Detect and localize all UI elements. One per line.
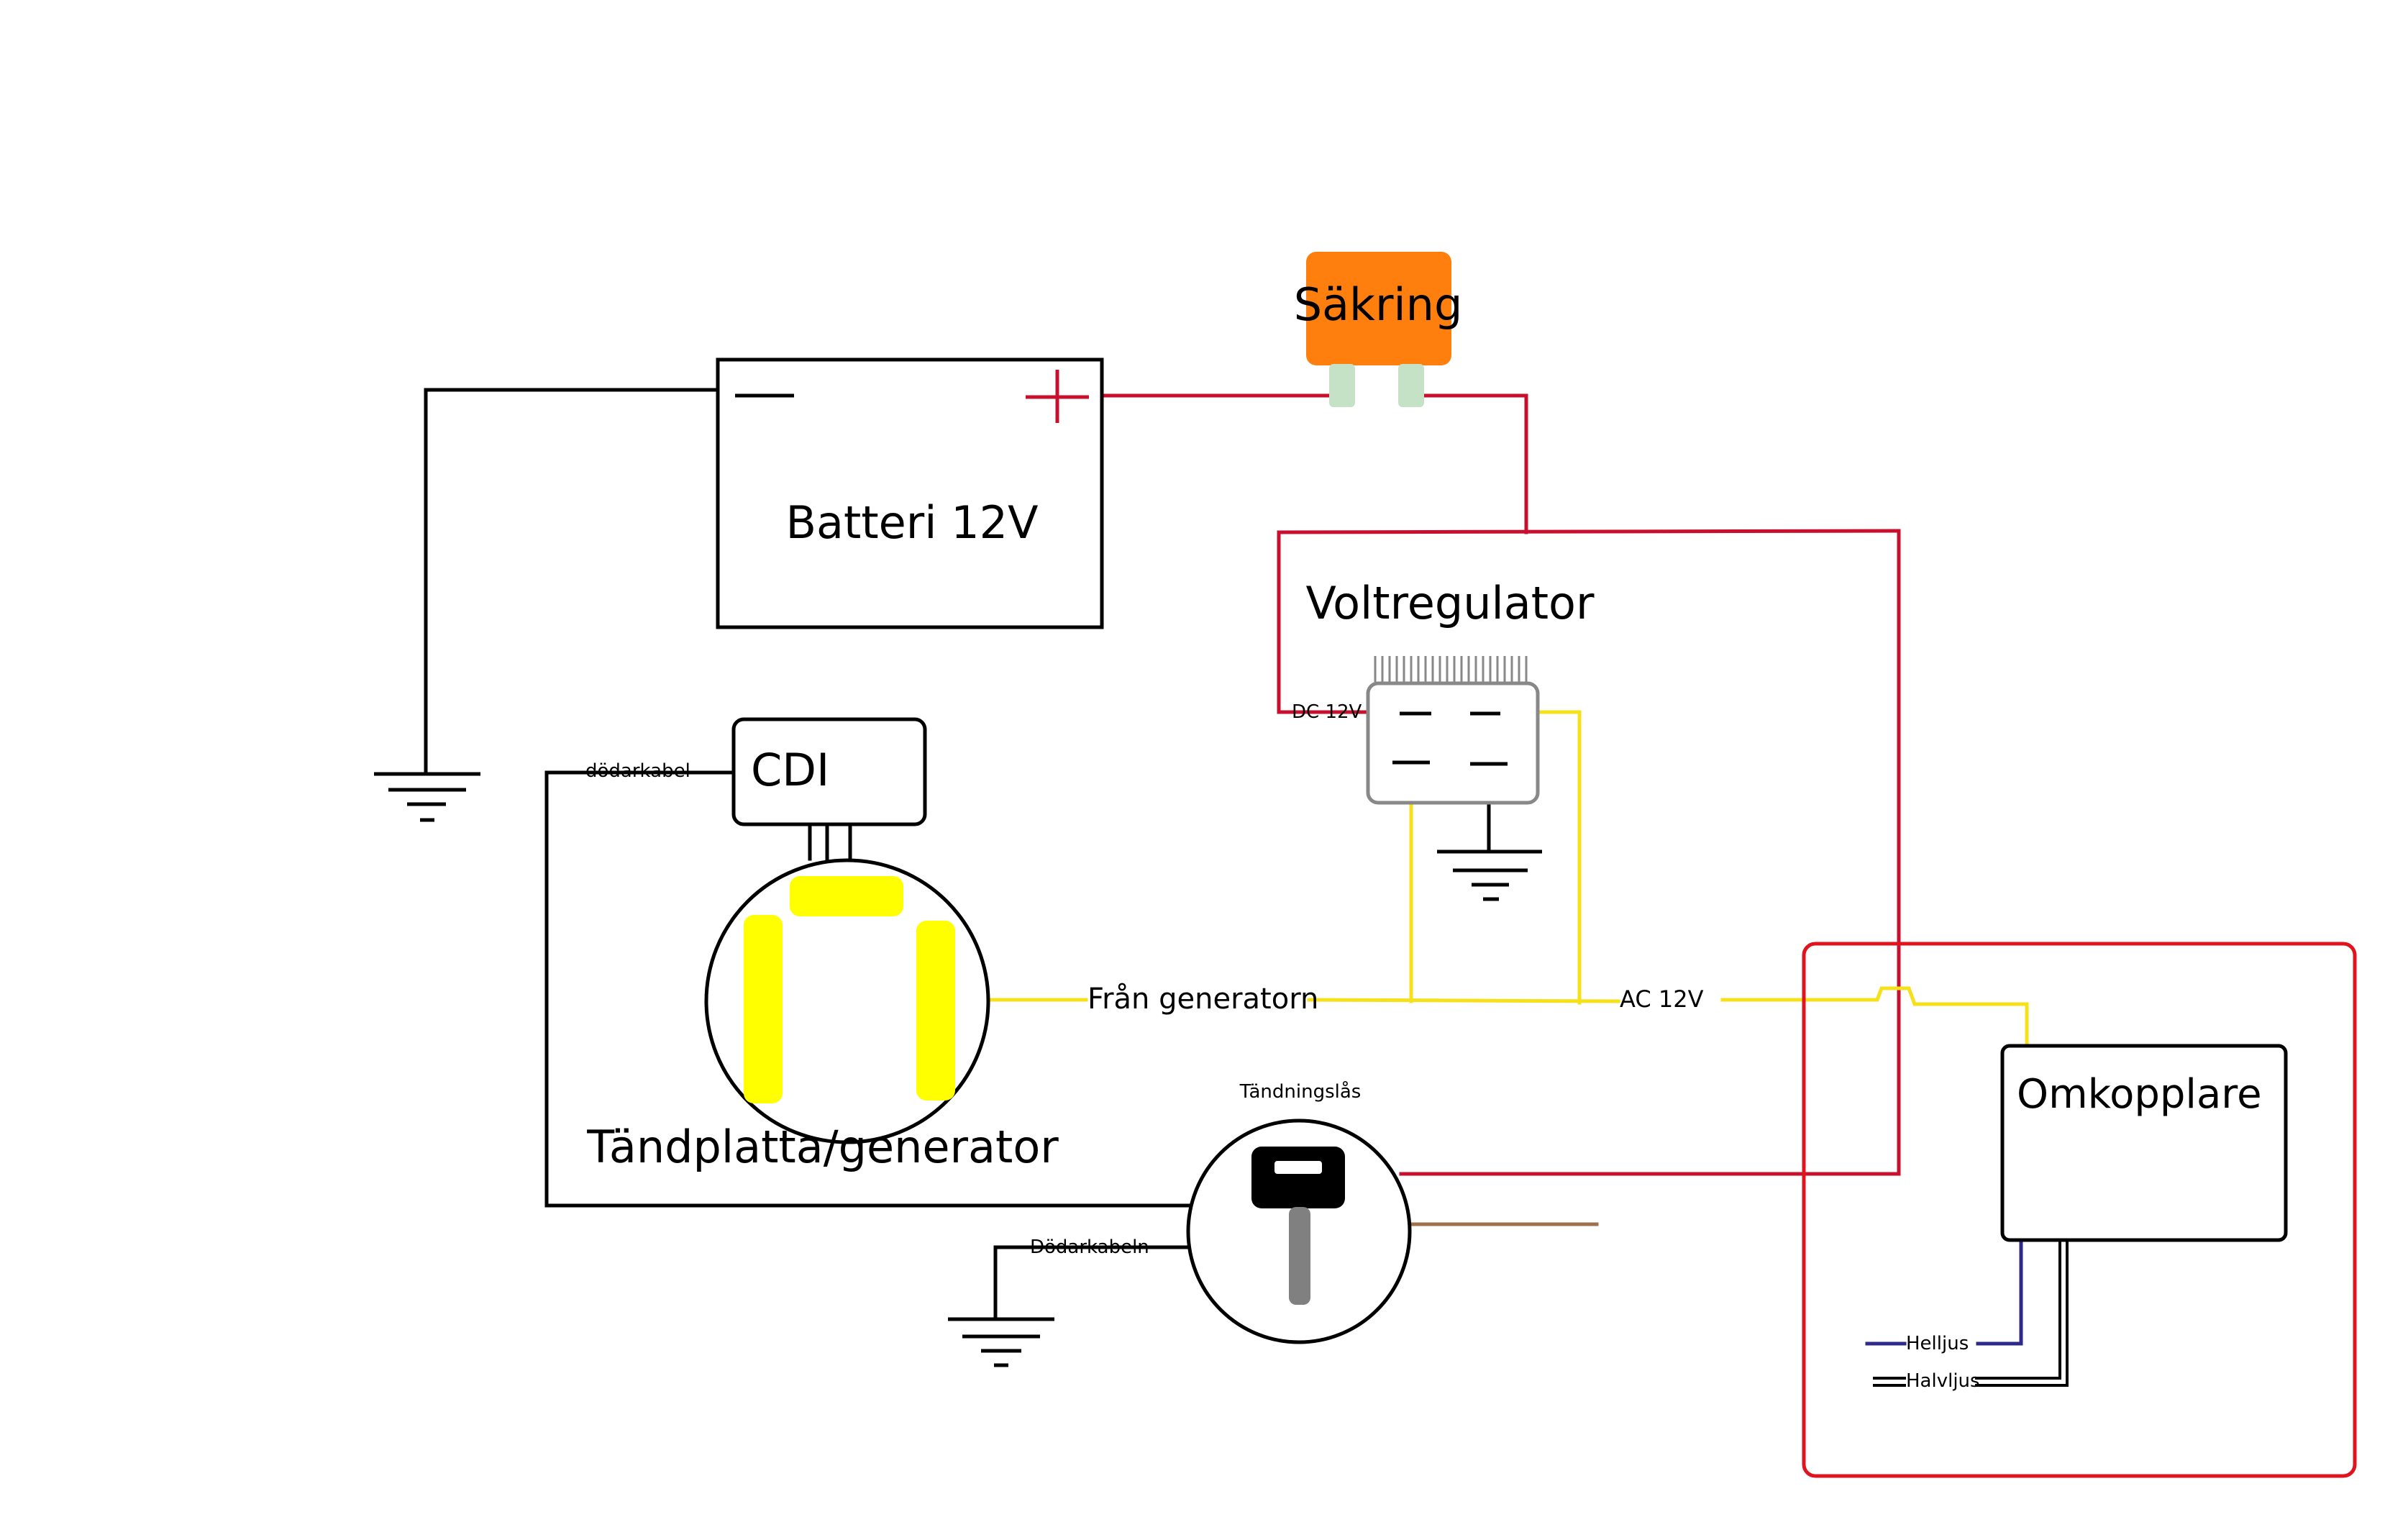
high-beam-wire bbox=[1976, 1238, 2023, 1346]
generator-ac-wire-2 bbox=[1307, 998, 1620, 1003]
regulator-label: Voltregulator bbox=[1306, 577, 1595, 629]
regulator-heatsink-fins bbox=[1374, 656, 1528, 682]
fuse-label: Säkring bbox=[1294, 278, 1463, 331]
stator-coil-left bbox=[744, 915, 783, 1103]
cdi-kill-wire bbox=[544, 770, 1193, 1208]
battery: Batteri 12V bbox=[716, 357, 1104, 629]
cdi-unit: CDI dödarkabel bbox=[585, 717, 927, 826]
ac-terminal-label: AC 12V bbox=[1620, 985, 1704, 1013]
fuse-body bbox=[1306, 252, 1451, 365]
stator-coil-top bbox=[790, 876, 903, 916]
ground-icon bbox=[1437, 849, 1542, 901]
switch-box-body bbox=[2000, 1044, 2288, 1242]
fuse-out-wire bbox=[1412, 393, 1528, 534]
plus-icon bbox=[1026, 370, 1089, 423]
dc-bus-wire bbox=[1277, 529, 1901, 714]
voltage-regulator: Voltregulator DC 12V bbox=[1292, 577, 1595, 805]
stator-coil-right bbox=[916, 921, 955, 1101]
fuse: Säkring bbox=[1294, 252, 1463, 407]
dc-to-ignition-wire bbox=[1399, 529, 1901, 1176]
battery-ground-wire bbox=[424, 388, 720, 776]
key-icon bbox=[1251, 1147, 1345, 1305]
wires bbox=[424, 388, 2069, 1387]
low-beam-label: Halvljus bbox=[1906, 1370, 1980, 1392]
from-generator-label: Från generatorn bbox=[1087, 983, 1318, 1016]
battery-label: Batteri 12V bbox=[785, 496, 1038, 549]
highlight-frame bbox=[1802, 942, 2357, 1478]
ignition-switch: Tändningslås Dödarkabeln bbox=[1030, 1080, 1412, 1344]
fuse-pin-right bbox=[1398, 364, 1424, 407]
cdi-label: CDI bbox=[751, 744, 829, 796]
regulator-terminals bbox=[1392, 711, 1508, 766]
high-beam-label: Helljus bbox=[1906, 1333, 1969, 1354]
fuse-pin-left bbox=[1329, 364, 1355, 407]
stator-generator: Tändplatta/generator bbox=[586, 858, 1059, 1173]
ground-icon bbox=[948, 1317, 1054, 1367]
dc-terminal-label: DC 12V bbox=[1292, 701, 1362, 723]
regulator-body bbox=[1366, 681, 1540, 805]
ac-to-switch-wire bbox=[1720, 986, 2029, 1048]
ignition-kill-wire-label: Dödarkabeln bbox=[1030, 1236, 1149, 1258]
battery-body bbox=[716, 357, 1104, 629]
switch-box-area: Omkopplare Helljus Halvljus bbox=[1802, 942, 2357, 1478]
cdi-body bbox=[731, 717, 927, 826]
switch-box-label: Omkopplare bbox=[2017, 1071, 2262, 1118]
ignition-switch-label: Tändningslås bbox=[1239, 1080, 1362, 1103]
stator-label: Tändplatta/generator bbox=[586, 1121, 1059, 1173]
low-beam-wire-b bbox=[1975, 1239, 2069, 1387]
ignition-kill-wire bbox=[993, 1245, 1196, 1321]
low-beam-wire-a bbox=[1975, 1239, 2061, 1380]
ground-icon bbox=[374, 772, 480, 822]
cdi-kill-wire-label: dödarkabel bbox=[585, 760, 690, 782]
